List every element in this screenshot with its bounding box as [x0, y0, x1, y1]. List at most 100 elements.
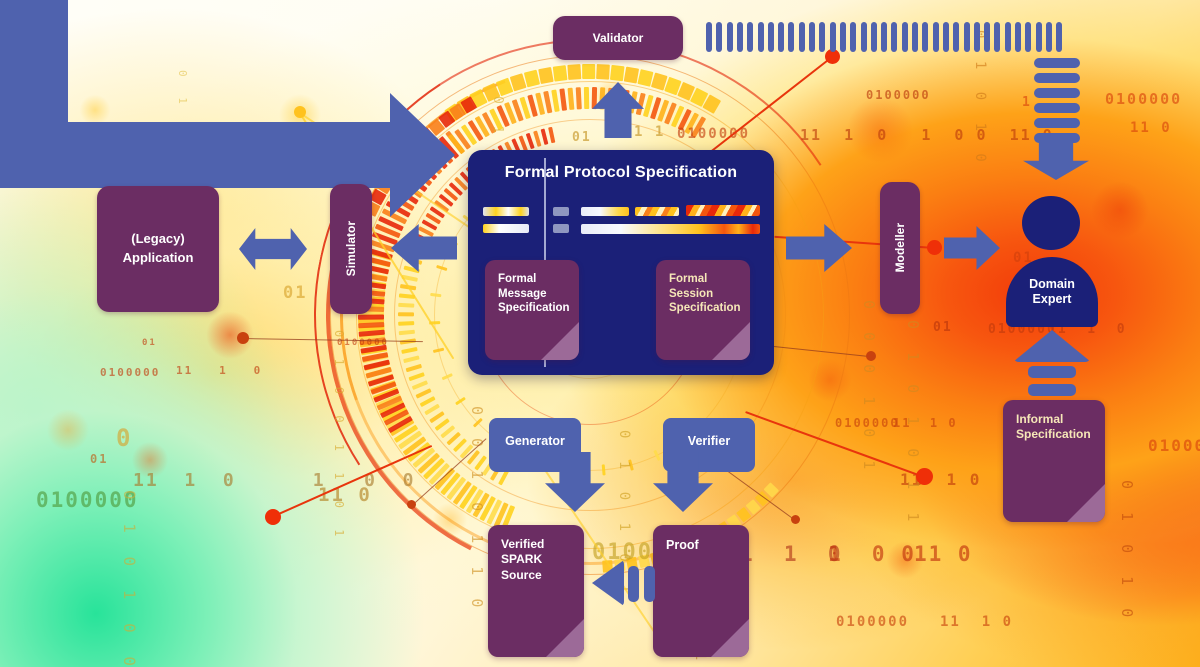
connector-node [294, 106, 306, 118]
dashed-segment [870, 22, 877, 52]
binary-text: 0100000 [36, 488, 139, 512]
subcard-label: Formal Message Specification [498, 273, 570, 315]
dashed-segment [1034, 58, 1080, 68]
dashed-segment [716, 22, 723, 52]
binary-text: 0 1 0 0 1 1 0 1 [332, 330, 346, 544]
dashed-segment [942, 22, 949, 52]
dashed-segment [901, 22, 908, 52]
dashed-segment [912, 22, 918, 52]
binary-text: 11 1 0 1 0 0 [133, 470, 416, 491]
dashed-segment [1034, 133, 1080, 143]
dashed-segment [819, 22, 826, 52]
node-simulator-label: Simulator [344, 221, 358, 277]
formal-protocol-specification-card[interactable]: Formal Protocol Specification Formal Mes… [468, 150, 774, 375]
binary-text: 01 [283, 283, 308, 303]
dashed-segment [932, 22, 939, 52]
dashed-segment [809, 22, 815, 52]
dashed-segment [778, 22, 785, 52]
dashed-segment [984, 22, 991, 52]
node-legacy-application-label: (Legacy) Application [122, 231, 194, 265]
dashed-segment [850, 22, 857, 52]
connector-node [237, 332, 249, 344]
node-legacy-application[interactable]: (Legacy) Application [97, 186, 219, 312]
connector-node [265, 509, 281, 525]
dashed-segment [747, 22, 754, 52]
page-fold-icon [546, 619, 584, 657]
dashed-segment [973, 22, 980, 52]
dashed-segment [706, 22, 712, 52]
node-simulator[interactable]: Simulator [330, 184, 372, 314]
dashed-segment [891, 22, 898, 52]
binary-text: 1 [1022, 95, 1032, 110]
card-bar [553, 224, 569, 233]
card-bar [635, 207, 679, 216]
connector-node [916, 468, 933, 485]
binary-text: 01 [933, 320, 953, 335]
binary-text: 0 0 1 0 1 1 0 [468, 406, 486, 615]
node-proof-label: Proof [666, 538, 699, 552]
binary-text: 1 1 [634, 124, 666, 140]
binary-text: 11 0 [914, 542, 973, 566]
binary-text: 01 [142, 338, 157, 348]
dashed-segment [881, 22, 888, 52]
dashed-segment [726, 22, 733, 52]
dashed-segment [1034, 88, 1080, 98]
binary-text: 0100000 [866, 88, 931, 102]
card-bar [581, 207, 629, 216]
card-bar [686, 205, 760, 216]
card-bar [483, 207, 529, 216]
subcard-formal-message-specification[interactable]: Formal Message Specification [485, 260, 579, 360]
binary-text: 0100000 [836, 614, 910, 630]
dashed-segment [798, 22, 805, 52]
node-verified-spark-source[interactable]: Verified SPARK Source [488, 525, 584, 657]
node-domain-expert[interactable]: Domain Expert [1006, 257, 1098, 327]
dashed-segment [1034, 73, 1080, 83]
subcard-formal-session-specification[interactable]: Formal Session Specification [656, 260, 750, 360]
connector-node [866, 351, 876, 361]
dashed-segment [1056, 22, 1063, 52]
binary-text: 11 1 0 [893, 416, 958, 430]
dashed-segment [963, 22, 970, 52]
dashed-segment [922, 22, 929, 52]
binary-text: 01 [1013, 250, 1034, 266]
binary-text: 0100000 [835, 416, 900, 430]
dashed-segment [736, 22, 743, 52]
binary-text: 11 1 0 [176, 364, 263, 377]
connector-node [407, 500, 416, 509]
binary-text: 11 1 0 [940, 614, 1014, 630]
dashed-segment [994, 22, 1001, 52]
binary-text: 0 0 0 1 0 1 [860, 300, 878, 477]
node-modeller-label: Modeller [893, 223, 907, 273]
binary-text: 0 [116, 424, 133, 452]
node-informal-specification[interactable]: Informal Specification [1003, 400, 1105, 522]
node-proof[interactable]: Proof [653, 525, 749, 657]
dashed-segment [644, 566, 655, 602]
node-verified-spark-source-label: Verified SPARK Source [501, 537, 545, 582]
binary-text: 0 1 0 1 0 [1118, 480, 1136, 625]
node-domain-expert-label: Domain Expert [1029, 276, 1075, 306]
node-modeller[interactable]: Modeller [880, 182, 920, 314]
dashed-segment [1015, 22, 1021, 52]
page-fold-icon [712, 322, 750, 360]
dashed-segment [1035, 22, 1042, 52]
connector-node [791, 515, 800, 524]
verifier-label: Verifier [687, 434, 731, 448]
node-validator[interactable]: Validator [553, 16, 683, 60]
dashed-segment [829, 22, 836, 52]
binary-text: 0100000 [1105, 90, 1183, 108]
dashed-segment [767, 22, 774, 52]
dashed-segment [839, 22, 846, 52]
binary-text: 11 1 0 1 0 0 11 0 [800, 126, 1054, 144]
binary-text: 0100000 [1148, 436, 1200, 455]
connector-node [927, 240, 942, 255]
dashed-segment [1034, 103, 1080, 113]
card-title: Formal Protocol Specification [504, 164, 738, 181]
connector-node [825, 49, 840, 64]
binary-text: 0100000 [677, 126, 751, 142]
binary-text: 11 0 [318, 484, 372, 506]
binary-text: 0 1 0 1 0 1 1 [904, 320, 922, 529]
subcard-label: Formal Session Specification [669, 273, 741, 315]
binary-text: 1 0 0 [828, 542, 916, 566]
page-fold-icon [1067, 484, 1105, 522]
